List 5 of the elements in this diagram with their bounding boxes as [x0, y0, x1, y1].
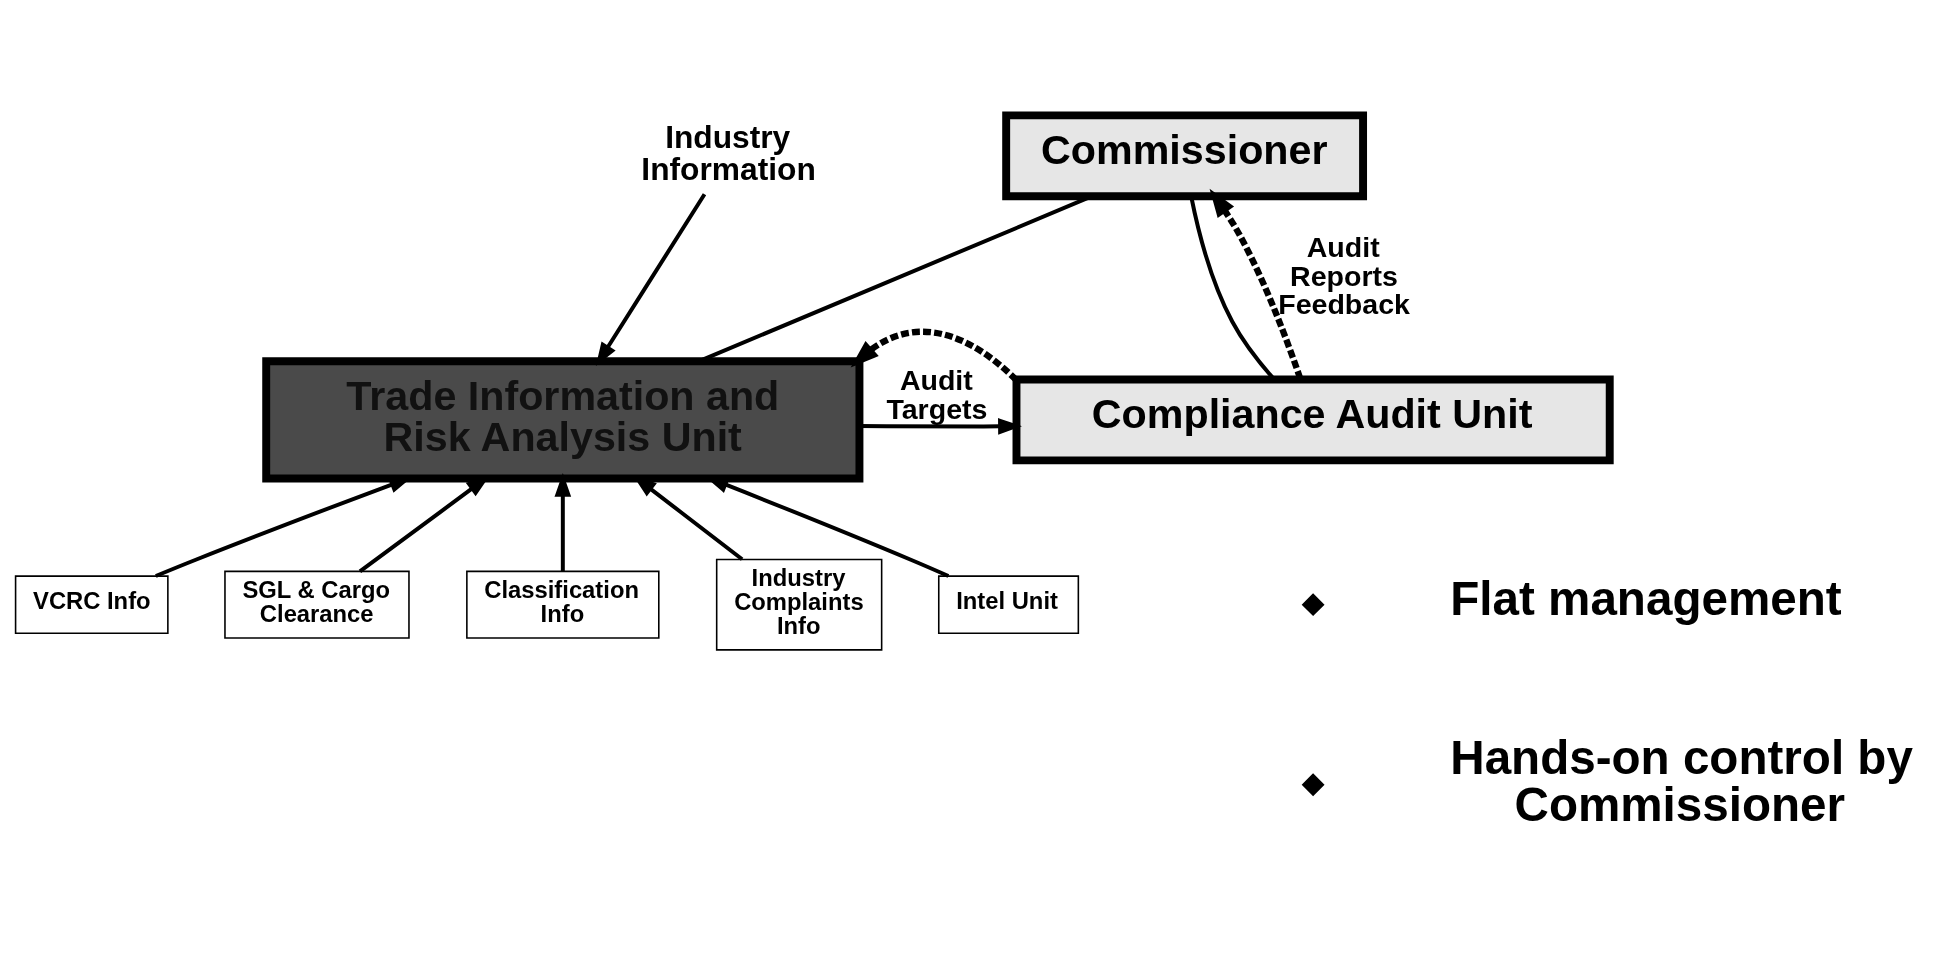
- label: Hands-on control by Commissioner: [1450, 730, 1913, 831]
- edge-label: Audit Reports Feedback: [1278, 230, 1410, 320]
- label: Flat management: [1450, 571, 1842, 625]
- edge-label: Audit Targets: [886, 363, 988, 425]
- node-text: Industry Information: [641, 118, 816, 187]
